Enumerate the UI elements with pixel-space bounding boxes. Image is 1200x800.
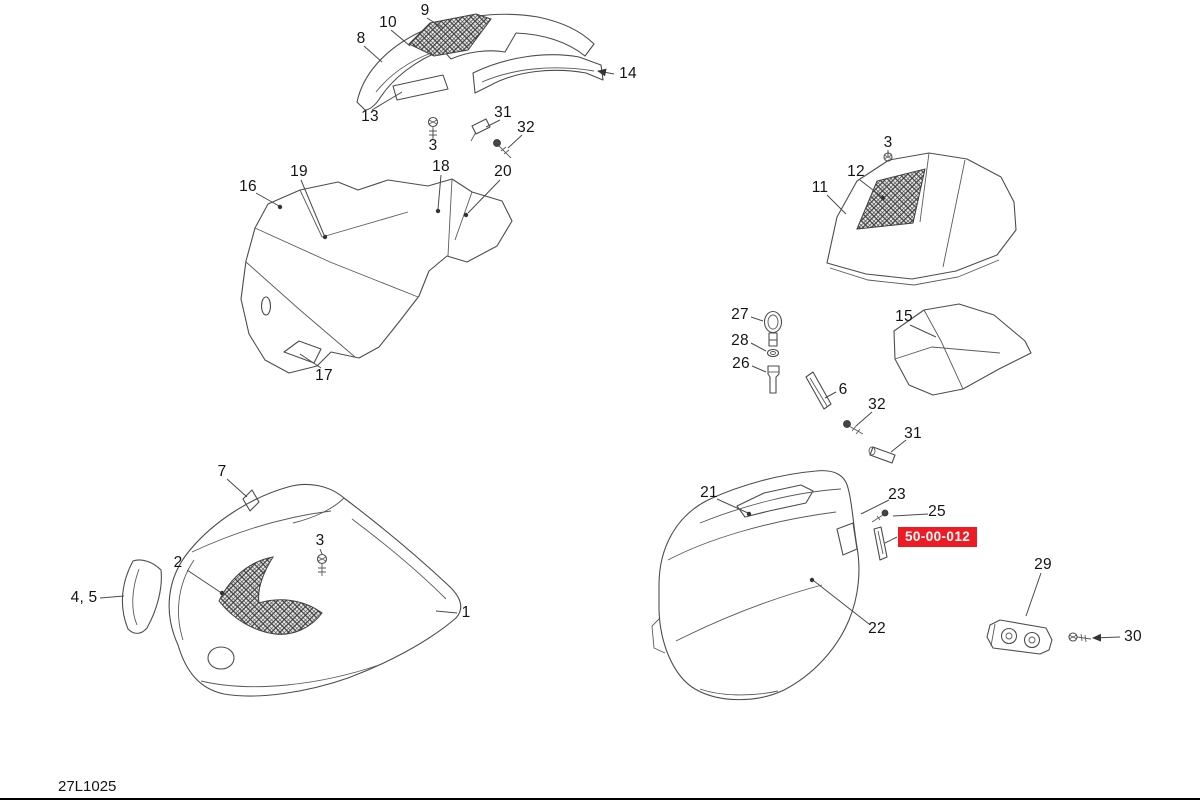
part-top-hood-panel	[356, 13, 595, 111]
part-screw-32-right	[843, 420, 864, 435]
callout-23: 23	[888, 486, 906, 503]
callout-2: 2	[173, 554, 183, 571]
callout-29: 29	[1034, 556, 1052, 573]
callout-32-right: 32	[868, 396, 886, 413]
callout-31-right: 31	[904, 425, 922, 442]
callout-13: 13	[361, 108, 379, 125]
callout-11: 11	[811, 179, 829, 196]
callout-10: 10	[379, 14, 397, 31]
callout-15: 15	[895, 308, 913, 325]
part-screw-25	[871, 509, 889, 523]
leader-dots	[219, 195, 886, 596]
callout-16: 16	[239, 178, 257, 195]
callout-18: 18	[432, 158, 450, 175]
part-trim-band-14	[472, 54, 604, 94]
callout-9: 9	[420, 2, 430, 19]
callout-27: 27	[731, 306, 749, 323]
callout-6: 6	[838, 381, 848, 398]
part-knob-27	[763, 310, 783, 347]
part-side-trim-4-5	[121, 559, 162, 634]
part-nose-cone	[168, 483, 462, 697]
callout-3-right: 3	[883, 134, 893, 151]
callout-14: 14	[619, 65, 637, 82]
part-strip-6	[805, 371, 832, 410]
part-screw-30	[1068, 632, 1092, 643]
callout-3-bottom: 3	[315, 532, 325, 549]
highlighted-part-badge[interactable]: 50-00-012	[898, 527, 978, 547]
callout-8: 8	[356, 30, 366, 47]
part-clip-31-top	[470, 118, 491, 142]
callout-32-top: 32	[517, 119, 535, 136]
callout-20: 20	[494, 163, 512, 180]
part-lamp-bracket-29	[986, 619, 1053, 655]
callout-3-top: 3	[428, 137, 438, 154]
part-side-deflector-15	[893, 303, 1032, 396]
callout-28: 28	[731, 332, 749, 349]
callout-22: 22	[868, 620, 886, 637]
part-trim-strip-50-00-012	[873, 526, 888, 561]
hood-grille-mesh	[408, 13, 492, 57]
callout-4-5: 4, 5	[70, 589, 98, 606]
callout-21: 21	[700, 484, 718, 501]
callout-12: 12	[847, 163, 865, 180]
bottom-rule	[0, 798, 1200, 800]
callout-7: 7	[217, 463, 227, 480]
nose-vent-mesh	[218, 556, 323, 635]
diagram-code: 27L1025	[58, 778, 117, 795]
callout-26: 26	[732, 355, 750, 372]
part-left-fairing	[240, 178, 513, 374]
part-latch-pin-26	[767, 365, 780, 394]
callout-19: 19	[290, 163, 308, 180]
part-spacer-31-right	[868, 446, 896, 464]
callout-31-top: 31	[494, 104, 512, 121]
leader-lines	[99, 17, 1121, 642]
callout-25: 25	[928, 503, 946, 520]
part-washer-28	[766, 348, 780, 358]
part-right-front-fairing	[651, 470, 860, 701]
callout-30: 30	[1124, 628, 1142, 645]
part-right-hood	[826, 152, 1017, 286]
right-hood-grille-mesh	[856, 168, 926, 230]
callout-17: 17	[315, 367, 333, 384]
part-screw-32-top	[493, 139, 512, 159]
fastener-screw-3-bottom	[316, 553, 328, 576]
callout-1: 1	[461, 604, 471, 621]
